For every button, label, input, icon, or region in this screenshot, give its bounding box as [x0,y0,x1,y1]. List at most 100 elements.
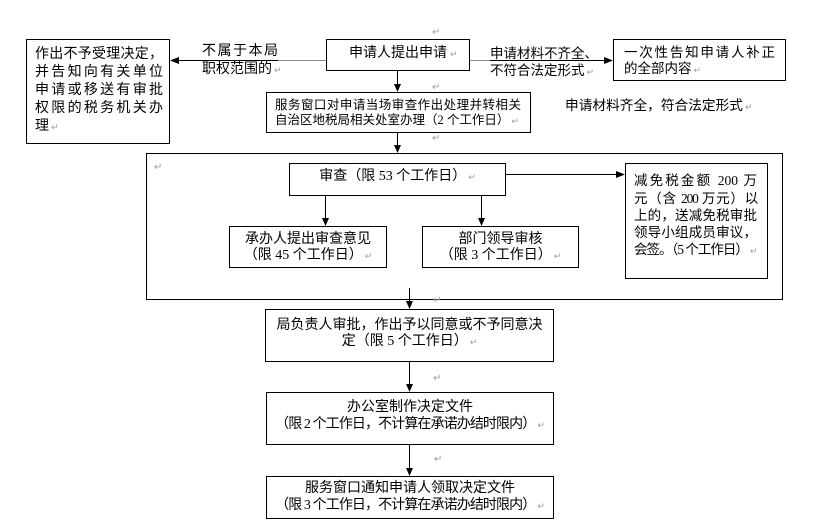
text-line: 申请材料齐全，符合法定形式↵ [565,97,753,115]
node-office-document: 办公室制作决定文件 （限 2 个工作日，不计算在承诺办结时限内）↵ [266,392,554,445]
text-line: 部门领导审核 [458,231,543,247]
paragraph-mark: ↵ [432,27,441,38]
node-text: 部门领导审核 （限 3 个工作日）↵ [423,232,578,265]
text-line: 申请人提出申请↵ [349,45,458,61]
edge-label-incomplete-materials: 申请材料不齐全、 不符合法定形式↵ [490,45,602,79]
text-line: 元（含 200 万元）以 [634,190,758,206]
text-line-content: （限 3 个工作日） [439,248,552,264]
node-text: 服务窗口通知申请人领取决定文件 （限 3 个工作日，不计算在承诺办结时限内）↵ [267,481,553,514]
node-notify-correction: 一次性告知申请人补正 的全部内容↵ [613,39,786,81]
node-text: 申请人提出申请↵ [327,45,469,63]
text-line: 的全部内容↵ [624,61,775,78]
node-text: 办公室制作决定文件 （限 2 个工作日，不计算在承诺办结时限内）↵ [267,399,553,434]
paragraph-mark: ↵ [693,66,702,77]
arrowhead-right [604,57,613,64]
arrowhead-down [478,218,485,226]
text-line-content: 职权范围的 [202,62,272,77]
paragraph-mark: ↵ [434,454,443,465]
node-handler-opinion: 承办人提出审查意见 （限 45 个工作日）↵ [229,226,387,268]
text-line-content: （限 3 个工作日，不计算在承诺办结时限内） [275,497,536,513]
connector-window-review-to-review-stage [394,133,401,153]
node-text: 一次性告知申请人补正 的全部内容↵ [624,45,775,78]
node-window-review: 服务窗口对申请当场审查作出处理并转相关 自治区地税局相关处室办理（2 个工作日）… [266,92,531,133]
edge-label-complete-materials: 申请材料齐全，符合法定形式↵ [565,97,753,115]
connector-office-to-notify-pickup [406,445,413,476]
node-large-amount-review: 减免税金额 200 万 元（含 200 万元）以 上的，送减免税审批 领导小组成… [625,163,768,279]
group-review-stage [146,153,783,300]
paragraph-mark: ↵ [749,247,758,258]
text-line: （限 2 个工作日，不计算在承诺办结时限内）↵ [267,416,553,434]
text-line-content: 审查（限 53 个工作日） [319,168,467,184]
paragraph-mark: ↵ [433,295,442,306]
node-department-review: 部门领导审核 （限 3 个工作日）↵ [422,226,579,268]
text-line: 权限的税务机关办 [35,101,163,116]
arrowhead-right [616,171,625,178]
connector-director-to-office-document [406,362,413,392]
text-line: （限 3 个工作日，不计算在承诺办结时限内）↵ [267,498,553,515]
arrowhead-down [406,301,413,309]
paragraph-mark: ↵ [154,162,163,173]
connector-review-to-handler-opinion [322,196,329,226]
arrowhead-down [322,218,329,226]
edge-label-out-of-jurisdiction: 不属于本局 职权范围的↵ [202,43,282,80]
text-line: 自治区地税局相关处室办理（2 个工作日）↵ [275,113,521,128]
node-text: 承办人提出审查意见 （限 45 个工作日）↵ [230,232,386,264]
node-start-application: 申请人提出申请↵ [326,39,470,71]
text-line: 并告知向有关单位 [35,65,163,80]
text-line: 办公室制作决定文件 [347,399,473,415]
arrowhead-down [394,145,401,153]
text-line: 承办人提出审查意见 [245,232,371,248]
connector-review-to-department-review [478,196,485,226]
text-line: 不符合法定形式↵ [490,62,602,79]
arrowhead-down [406,468,413,476]
paragraph-mark: ↵ [468,172,476,183]
arrowhead-left [170,57,179,64]
node-text: 减免税金额 200 万 元（含 200 万元）以 上的，送减免税审批 领导小组成… [634,172,758,258]
text-line: 定（限 5 个工作日）↵ [266,334,553,350]
arrowhead-down [406,384,413,392]
paragraph-mark: ↵ [364,252,373,263]
text-line: 申请或移送有审批 [35,83,163,98]
text-line-content: 申请材料齐全，符合法定形式 [565,97,743,113]
paragraph-mark: ↵ [51,123,59,133]
text-line: 局负责人审批，作出予以同意或不予同意决 [276,317,543,333]
text-line-content: （限 45 个工作日） [243,248,363,264]
paragraph-mark: ↵ [744,102,753,113]
node-director-approval: 局负责人审批，作出予以同意或不予同意决 定（限 5 个工作日）↵ [265,309,554,362]
text-line: 上的，送减免税审批 [634,207,757,223]
arrowhead-down [394,84,401,92]
paragraph-mark: ↵ [432,82,441,93]
node-review: 审查（限 53 个工作日）↵ [289,163,506,196]
text-line: 会签。（5 个工作日）↵ [634,241,757,258]
text-line-content: 申请人提出申请 [349,45,447,61]
text-line-content: 不符合法定形式 [490,63,585,78]
node-text: 局负责人审批，作出予以同意或不予同意决 定（限 5 个工作日）↵ [266,318,553,350]
text-line: 不属于本局 [202,43,278,59]
text-line: 领导小组成员审议， [634,225,757,240]
node-reject-result: 作出不予受理决定， 并告知向有关单位 申请或移送有审批 权限的税务机关办 理↵ [26,39,170,144]
connector-start-to-reject-result [170,57,326,64]
text-line-content: 的全部内容 [624,61,692,77]
text-line: 一次性告知申请人补正 [624,44,775,60]
text-line-content: 自治区地税局相关处室办理（2 个工作日） [275,112,510,127]
node-text: 审查（限 53 个工作日）↵ [290,168,505,186]
paragraph-mark: ↵ [511,116,519,127]
text-line-content: 会签。（5 个工作日） [634,242,749,258]
text-line: 申请材料不齐全、 [490,46,598,61]
text-line: 职权范围的↵ [202,61,282,80]
connector-start-to-notify-correction [470,57,613,64]
paragraph-mark: ↵ [469,337,478,348]
text-line: 作出不予受理决定， [35,47,163,62]
connector-review-to-large-amount-review [506,171,625,178]
text-line: 减免税金额 200 万 [634,173,757,189]
paragraph-mark: ↵ [586,68,595,78]
paragraph-mark: ↵ [537,501,545,512]
paragraph-mark: ↵ [432,133,441,144]
text-line: 审查（限 53 个工作日）↵ [290,168,505,186]
text-line: （限 3 个工作日）↵ [423,248,578,265]
text-line: 服务窗口对申请当场审查作出处理并转相关 [275,97,521,112]
text-line-content: 理 [35,119,49,134]
text-line: （限 45 个工作日）↵ [230,248,386,264]
